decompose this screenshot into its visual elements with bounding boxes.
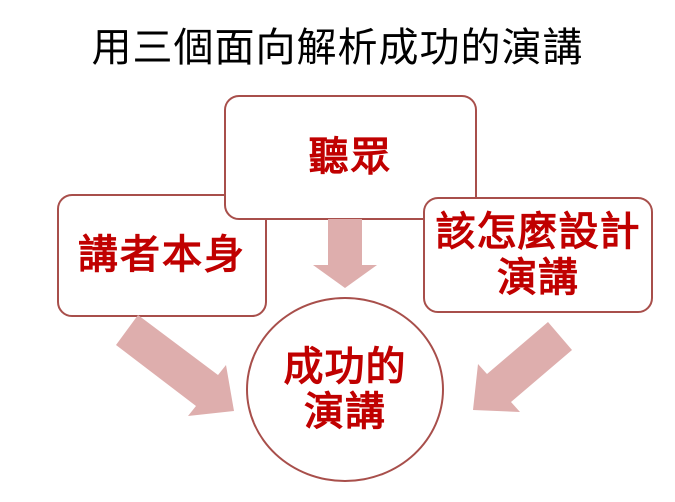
audience-box-label: 聽眾: [308, 134, 393, 180]
design-box-label-line2: 演講: [497, 255, 579, 301]
speaker-box-label: 講者本身: [78, 232, 246, 278]
design-box: 該怎麼設計 演講: [423, 197, 653, 313]
goal-ellipse: 成功的 演講: [246, 297, 444, 482]
arrow-speaker-to-goal-icon: [116, 315, 234, 416]
design-box-label-line1: 該怎麼設計: [435, 209, 641, 255]
goal-ellipse-label-line2: 演講: [304, 388, 386, 435]
arrow-audience-to-goal-icon: [313, 219, 377, 288]
arrow-design-to-goal-icon: [473, 322, 572, 412]
goal-ellipse-label-line1: 成功的: [283, 343, 407, 390]
slide-title: 用三個面向解析成功的演講: [91, 25, 584, 71]
